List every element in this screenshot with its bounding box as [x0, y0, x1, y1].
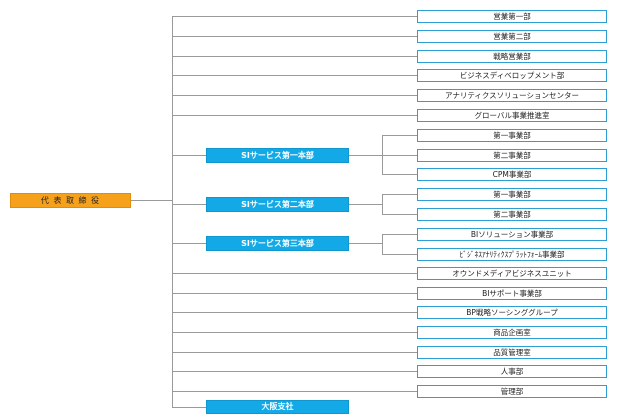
dept-bi-support: BIサポート事業部: [417, 287, 607, 300]
division-si1: SIサービス第一本部: [206, 148, 349, 163]
dept-si1-dept1: 第一事業部: [417, 129, 607, 142]
dept-si2-dept1: 第一事業部: [417, 188, 607, 201]
division-osaka: 大阪支社: [206, 400, 349, 414]
dept-si1-dept2: 第二事業部: [417, 149, 607, 162]
dept-eigyo-1: 営業第一部: [417, 10, 607, 23]
division-si3: SIサービス第三本部: [206, 236, 349, 251]
dept-si3-bi-solution: BIソリューション事業部: [417, 228, 607, 241]
ceo-box: 代 表 取 締 役: [10, 193, 131, 208]
dept-bizdev: ビジネスディベロップメント部: [417, 69, 607, 82]
dept-shohin-kikaku: 商品企画室: [417, 326, 607, 339]
dept-si1-cpm: CPM事業部: [417, 168, 607, 181]
dept-kanri: 管理部: [417, 385, 607, 398]
dept-jinji: 人事部: [417, 365, 607, 378]
division-si2: SIサービス第二本部: [206, 197, 349, 212]
dept-bp-sourcing: BP戦略ソーシンググループ: [417, 306, 607, 319]
dept-owned-media: オウンドメディアビジネスユニット: [417, 267, 607, 280]
dept-si2-dept2: 第二事業部: [417, 208, 607, 221]
dept-senryaku-eigyo: 戦略営業部: [417, 50, 607, 63]
dept-analytics-center: アナリティクスソリューションセンター: [417, 89, 607, 102]
dept-eigyo-2: 営業第二部: [417, 30, 607, 43]
dept-si3-bap: ﾋﾞｼﾞﾈｽｱﾅﾘﾃｨｸｽﾌﾟﾗｯﾄﾌｫｰﾑ事業部: [417, 248, 607, 261]
dept-global: グローバル事業推進室: [417, 109, 607, 122]
dept-hinshitsu-kanri: 品質管理室: [417, 346, 607, 359]
